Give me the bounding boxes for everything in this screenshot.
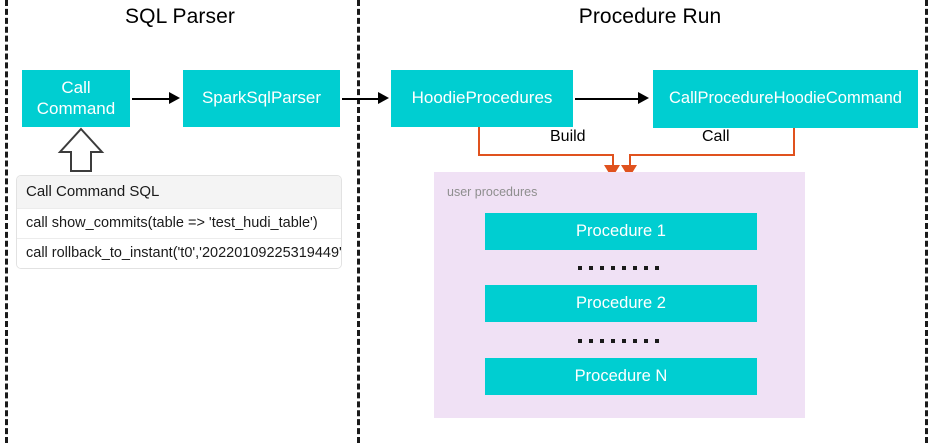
arrow-call-command-to-spark-sql-parser-head	[169, 92, 180, 104]
procedures-ellipsis-1	[578, 266, 659, 270]
sql-table-row: call show_commits(table => 'test_hudi_ta…	[17, 209, 341, 239]
arrow-hoodie-procedures-to-call-procedure-head	[638, 92, 649, 104]
connector-build-horizontal	[478, 154, 614, 156]
connector-call-vertical-down	[629, 154, 631, 168]
node-call-command[interactable]: Call Command	[22, 70, 130, 127]
hollow-up-arrow-icon	[57, 127, 105, 173]
user-procedures-panel-label: user procedures	[447, 185, 538, 199]
connector-build-vertical-down	[612, 154, 614, 168]
section-title-sql-parser: SQL Parser	[125, 5, 235, 28]
procedure-box-1[interactable]: Procedure 1	[485, 213, 757, 250]
call-command-sql-table: Call Command SQL call show_commits(table…	[16, 175, 342, 269]
connector-call-vertical-right	[793, 128, 795, 155]
arrow-hoodie-procedures-to-call-procedure-line	[575, 98, 638, 100]
arrow-spark-sql-parser-to-hoodie-procedures-line	[342, 98, 378, 100]
node-call-procedure-hoodie-command[interactable]: CallProcedureHoodieCommand	[653, 70, 918, 128]
section-title-procedure-run: Procedure Run	[578, 5, 722, 28]
arrow-call-command-to-spark-sql-parser-line	[132, 98, 169, 100]
arrow-spark-sql-parser-to-hoodie-procedures-head	[378, 92, 389, 104]
procedure-box-2[interactable]: Procedure 2	[485, 285, 757, 322]
separator-dashed-right	[925, 0, 928, 443]
separator-dashed-left	[5, 0, 8, 443]
sql-table-header: Call Command SQL	[17, 176, 341, 209]
node-hoodie-procedures[interactable]: HoodieProcedures	[391, 70, 573, 127]
edge-label-call: Call	[698, 128, 734, 146]
connector-call-horizontal	[629, 154, 795, 156]
separator-dashed-middle	[357, 0, 360, 443]
node-spark-sql-parser[interactable]: SparkSqlParser	[183, 70, 340, 127]
procedures-ellipsis-2	[578, 339, 659, 343]
sql-table-row: call rollback_to_instant('t0','202201092…	[17, 239, 341, 268]
edge-label-build: Build	[546, 128, 590, 146]
connector-build-vertical-left	[478, 127, 480, 155]
procedure-box-n[interactable]: Procedure N	[485, 358, 757, 395]
